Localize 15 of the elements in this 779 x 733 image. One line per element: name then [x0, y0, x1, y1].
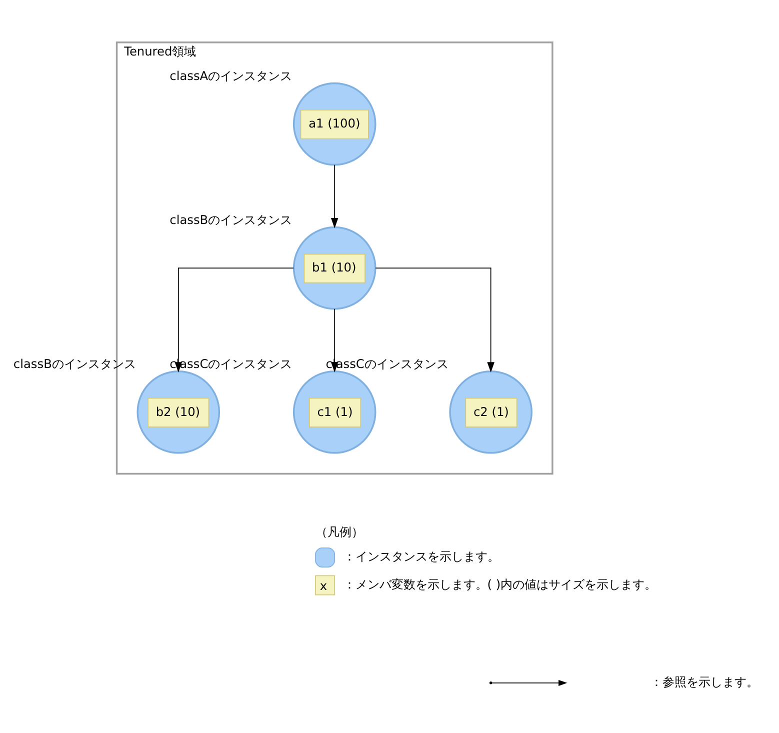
- legend-label: ：参照を示します。: [650, 674, 758, 689]
- node-label: classAのインスタンス: [170, 68, 292, 82]
- node-label: classBのインスタンス: [170, 212, 292, 226]
- arrow: [330, 164, 338, 228]
- node-circle: b1 (10): [292, 226, 376, 310]
- node-circle: c1 (1): [292, 370, 376, 454]
- node-circle: a1 (100): [292, 82, 376, 166]
- legend-label: ：インスタンスを示します。: [343, 549, 500, 564]
- label: x: [320, 578, 328, 592]
- node-circle: b2 (10): [136, 370, 220, 454]
- arrow: [375, 267, 494, 372]
- legend-label: ：メンバ変数を示します。( )内の値はサイズを示します。: [343, 576, 657, 591]
- label: （凡例）: [316, 524, 364, 538]
- node-label: classBのインスタンス: [13, 356, 136, 371]
- node-circle: c2 (1): [449, 370, 532, 454]
